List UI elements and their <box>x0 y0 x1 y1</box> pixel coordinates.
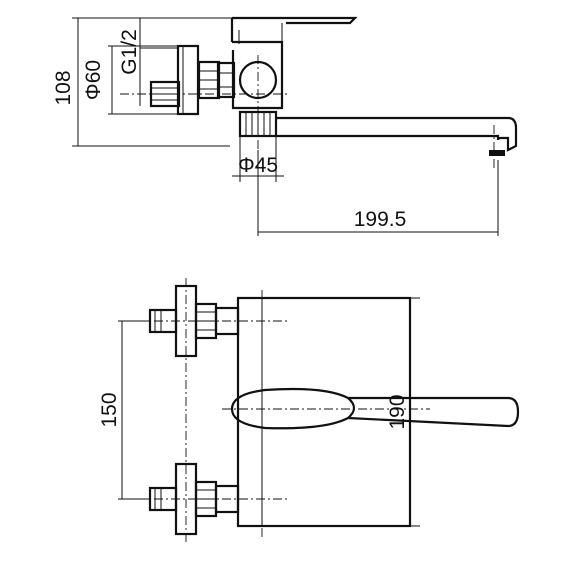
spout-length-199-5-label: 199.5 <box>354 208 407 231</box>
diameter-60-label: Φ60 <box>82 60 105 100</box>
height-108-label: 108 <box>52 70 75 105</box>
escutcheon <box>176 44 200 116</box>
aerator <box>489 150 505 156</box>
body-height-190-label: 190 <box>386 394 409 429</box>
spout <box>276 116 518 152</box>
mixer-body <box>236 296 412 528</box>
front-view: 150 190 <box>98 278 520 545</box>
thread-g12-label: G1/2 <box>118 29 141 75</box>
center-distance-150-label: 150 <box>98 392 121 427</box>
lever-handle <box>230 387 356 430</box>
side-view: 108 Φ60 G1/2 Φ45 199.5 <box>52 16 518 236</box>
